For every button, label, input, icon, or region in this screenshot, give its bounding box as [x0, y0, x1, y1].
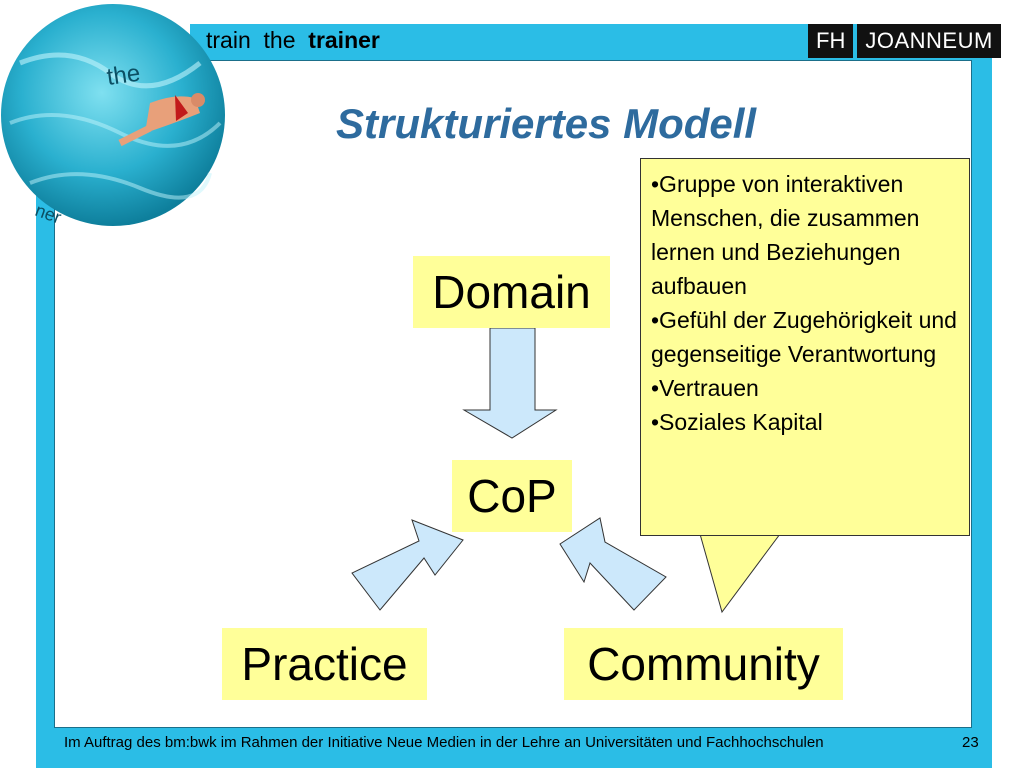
callout-item: •Gefühl der Zugehörigkeit und gegenseiti… — [651, 307, 957, 367]
callout-item: •Vertrauen — [651, 375, 759, 401]
callout-pointer — [699, 533, 781, 614]
frame-left-bar — [36, 180, 54, 750]
node-practice: Practice — [222, 628, 427, 700]
globe-label-the: the — [105, 60, 142, 91]
logo-joanneum: JOANNEUM — [857, 24, 1001, 58]
footer-text: Im Auftrag des bm:bwk im Rahmen der Init… — [64, 734, 824, 751]
fh-joanneum-logo: FH JOANNEUM — [808, 24, 1001, 58]
arrow-domain-to-cop — [462, 327, 558, 439]
swimmer-globe-icon: the ner — [1, 4, 225, 227]
slide-title: Strukturiertes Modell — [336, 100, 757, 147]
callout-list: •Gruppe von interaktiven Menschen, die z… — [651, 167, 959, 439]
page-number: 23 — [962, 734, 979, 751]
node-cop: CoP — [452, 460, 572, 532]
node-community: Community — [564, 628, 843, 700]
tagline-bold-text: trainer — [308, 27, 380, 53]
arrow-community-to-cop — [559, 517, 667, 611]
header-bar — [190, 24, 990, 60]
node-domain: Domain — [413, 256, 610, 328]
arrow-practice-to-cop — [351, 519, 464, 611]
callout-item: •Gruppe von interaktiven Menschen, die z… — [651, 171, 920, 299]
callout-box: •Gruppe von interaktiven Menschen, die z… — [640, 158, 970, 536]
header-tagline: train the trainer — [206, 27, 380, 54]
callout-item: •Soziales Kapital — [651, 409, 823, 435]
footer-bar — [36, 728, 992, 768]
frame-right-bar — [972, 24, 992, 750]
tagline-text: train the — [206, 27, 309, 53]
logo-fh: FH — [808, 24, 854, 58]
